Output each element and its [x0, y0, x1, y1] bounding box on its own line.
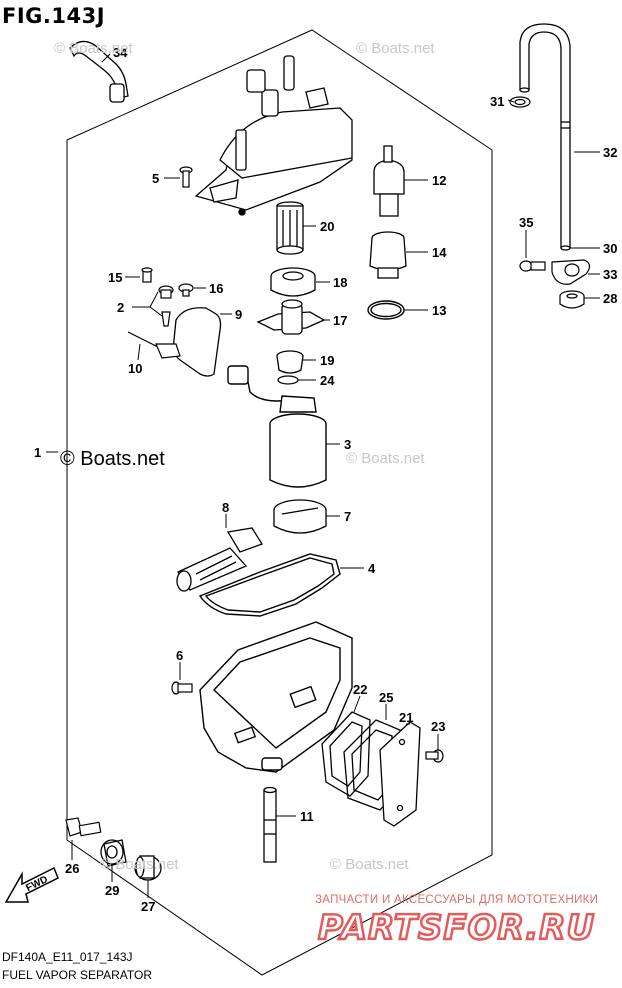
callout-21: 21 [399, 710, 413, 725]
separator-cover [194, 55, 353, 216]
callout-10: 10 [128, 361, 142, 376]
part-16-screw [178, 283, 194, 297]
part-28-grommet [559, 290, 585, 309]
callout-33: 33 [603, 267, 617, 282]
fwd-arrow-icon: FWD [4, 866, 59, 903]
callout-25: 25 [379, 690, 393, 705]
watermark: © Boats.net [330, 856, 409, 873]
callout-6: 6 [176, 648, 183, 663]
part-20-filter [276, 201, 304, 255]
callout-7: 7 [344, 509, 351, 524]
part-13-oring [367, 300, 405, 320]
watermark: © Boats.net [356, 40, 435, 57]
callout-26: 26 [65, 861, 79, 876]
part-21-plate [379, 721, 421, 827]
part-4-gasket [198, 553, 341, 617]
callout-20: 20 [320, 219, 334, 234]
watermark: © Boats.net [346, 450, 425, 467]
watermark: © Boats.net [100, 856, 179, 873]
callout-4: 4 [368, 561, 376, 576]
part-9-cover [172, 307, 222, 377]
part-7-cap [273, 499, 327, 534]
callout-14: 14 [432, 245, 447, 260]
callout-29: 29 [105, 883, 119, 898]
callout-5: 5 [152, 171, 159, 186]
part-24-oring [277, 375, 299, 385]
callout-27: 27 [141, 899, 155, 914]
callout-2: 2 [117, 300, 124, 315]
shop-tagline: ЗАПЧАСТИ И АКСЕССУАРЫ ДЛЯ МОТОТЕХНИКИ [315, 894, 599, 906]
part-29-grommet [100, 839, 127, 867]
callout-numbers: 34 31 32 5 12 20 35 30 14 15 16 33 28 2 … [34, 45, 617, 914]
part-26-bolt [65, 817, 102, 837]
callout-34: 34 [113, 45, 128, 60]
part-2-fitting [158, 285, 174, 327]
part-15-screw [141, 267, 153, 283]
fwd-label: FWD [24, 874, 49, 894]
callout-18: 18 [333, 275, 347, 290]
part-11-pipe [263, 786, 277, 863]
part-5-screw [179, 166, 193, 188]
part-18-seat [270, 267, 316, 297]
callout-1: 1 [34, 445, 41, 460]
callout-28: 28 [603, 291, 617, 306]
part-3-pump [227, 365, 327, 488]
part-17-bracket [256, 299, 326, 335]
callout-23: 23 [431, 719, 445, 734]
part-27-collar [134, 855, 162, 881]
callout-17: 17 [333, 313, 347, 328]
watermark-dark: © Boats.net [60, 448, 165, 470]
callout-19: 19 [320, 353, 334, 368]
callout-13: 13 [432, 303, 446, 318]
callout-12: 12 [432, 173, 446, 188]
shop-logo: PARTSFOR.RU [317, 907, 596, 950]
part-33-clamp [551, 259, 591, 285]
callout-9: 9 [235, 307, 242, 322]
diagram-title: FUEL VAPOR SEPARATOR [2, 968, 153, 982]
part-10-wire [127, 331, 181, 359]
callout-22: 22 [353, 682, 367, 697]
diagram-code: DF140A_E11_017_143J [2, 950, 133, 964]
part-31-clip [509, 96, 531, 108]
part-19-cushion [276, 350, 304, 374]
callout-15: 15 [108, 270, 122, 285]
callout-24: 24 [320, 373, 335, 388]
part-14-float [369, 231, 407, 279]
leader-lines [46, 53, 600, 898]
callout-3: 3 [344, 437, 351, 452]
callout-35: 35 [519, 215, 533, 230]
part-8-strainer [176, 527, 263, 592]
callout-8: 8 [222, 500, 229, 515]
figure-title: FIG.143J [2, 4, 106, 28]
part-35-bolt [519, 260, 546, 272]
part-22-gasket [321, 711, 371, 797]
float-chamber-body [199, 621, 353, 773]
callout-32: 32 [603, 145, 617, 160]
callout-11: 11 [300, 809, 314, 824]
part-23-screw [425, 749, 444, 763]
callout-30: 30 [603, 241, 617, 256]
assembly-frame [66, 29, 493, 976]
part-6-bolt [171, 681, 193, 695]
watermark: © Boats.net [54, 40, 133, 57]
callout-31: 31 [490, 94, 504, 109]
part-34-clamp [69, 40, 129, 103]
callout-16: 16 [209, 281, 223, 296]
part-12-valve [373, 145, 405, 217]
